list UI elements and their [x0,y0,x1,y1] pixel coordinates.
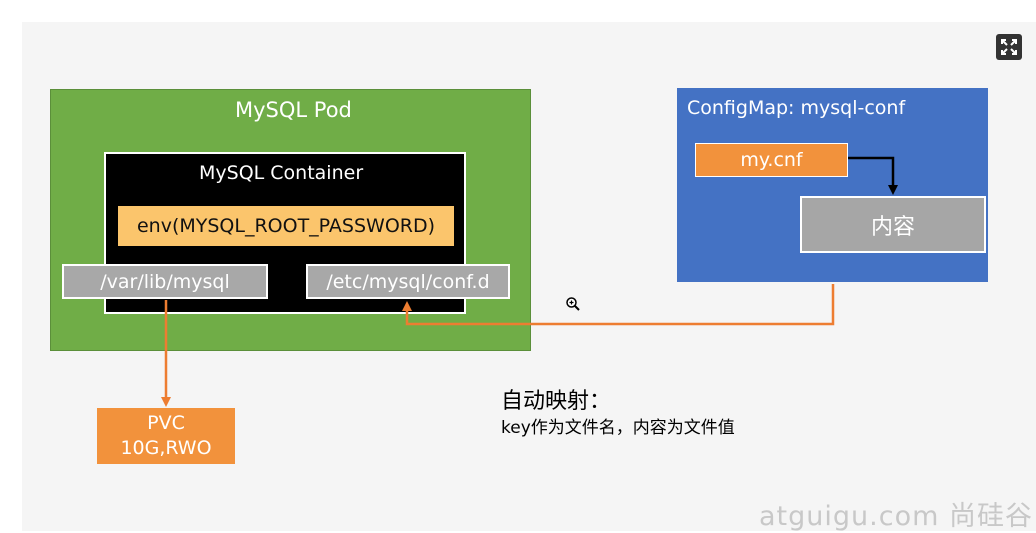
pod-title: MySQL Pod [235,98,352,122]
note-body: key作为文件名，内容为文件值 [501,418,735,438]
mount-data-dir: /var/lib/mysql [62,264,268,299]
container-title: MySQL Container [199,162,364,184]
expand-button[interactable] [996,34,1022,60]
configmap-content-box: 内容 [800,196,986,253]
pvc-box: PVC 10G,RWO [97,408,235,464]
zoom-cursor-icon [565,296,581,312]
mount-conf-dir: /etc/mysql/conf.d [306,264,510,299]
pvc-spec: 10G,RWO [120,437,212,459]
pvc-label: PVC [147,412,185,434]
expand-icon [1001,39,1017,55]
key-to-content-arrow [848,156,898,195]
watermark: atguigu.com 尚硅谷 [759,501,1033,532]
configmap-key-box: my.cnf [695,143,848,177]
configmap-to-conf-arrow [402,284,835,326]
configmap-title: ConfigMap: mysql-conf [687,97,906,119]
note-title: 自动映射： [501,389,612,414]
env-variable-box: env(MYSQL_ROOT_PASSWORD) [118,206,454,246]
